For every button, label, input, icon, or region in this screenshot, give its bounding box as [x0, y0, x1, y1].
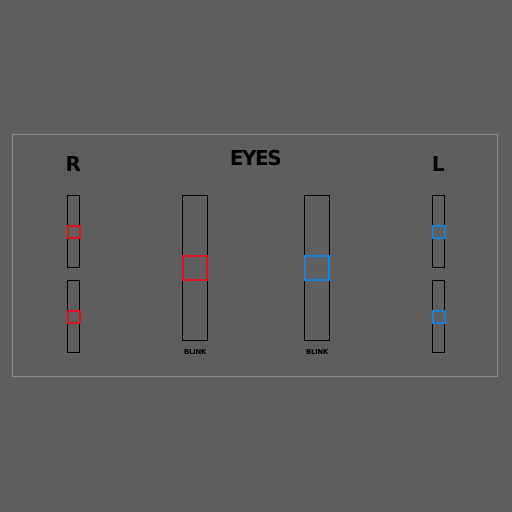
left-eye-upper-slider-handle[interactable] [431, 224, 446, 239]
right-blink-slider-handle[interactable] [182, 255, 208, 281]
left-blink-slider-handle[interactable] [304, 255, 330, 281]
right-eye-lower-slider-handle[interactable] [66, 309, 81, 324]
panel-title: EYES [229, 146, 282, 170]
right-blink-label: BLINK [183, 348, 207, 356]
right-side-label: R [65, 152, 81, 176]
right-eye-upper-slider-handle[interactable] [66, 224, 81, 239]
eyes-control-panel [12, 134, 498, 377]
left-blink-label: BLINK [305, 348, 329, 356]
left-side-label: L [431, 152, 445, 176]
left-eye-lower-slider-handle[interactable] [431, 309, 446, 324]
